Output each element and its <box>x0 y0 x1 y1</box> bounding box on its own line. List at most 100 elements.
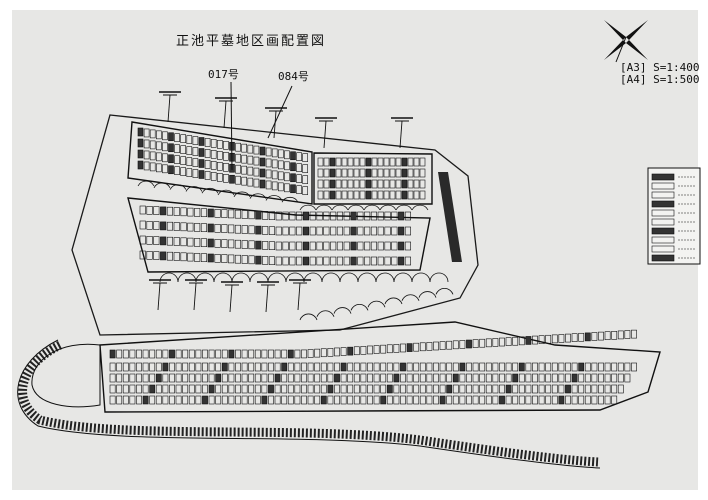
grave-plot <box>320 395 327 405</box>
grave-plot <box>268 349 274 359</box>
grave-plot <box>116 395 123 405</box>
grave-plot <box>373 384 380 394</box>
grave-plot <box>287 349 294 359</box>
lot-label-084: 084号 <box>278 70 309 83</box>
grave-plot <box>281 384 288 394</box>
grave-plot <box>155 362 162 372</box>
grave-plot <box>459 384 466 394</box>
grave-plot <box>229 174 235 184</box>
grave-plot <box>187 222 194 232</box>
grave-plot <box>360 362 367 372</box>
grave-plot <box>175 395 182 405</box>
grave-plot <box>109 349 116 359</box>
wall-arch <box>395 204 413 211</box>
wall-arch <box>303 272 323 283</box>
grave-plot <box>180 252 187 262</box>
grave-plot <box>371 190 378 200</box>
grave-plot <box>248 255 255 265</box>
grave-plot <box>367 373 373 383</box>
grave-plot <box>512 395 519 405</box>
grave-plot <box>153 221 160 230</box>
grave-plot <box>532 335 538 345</box>
upper-terrace-block <box>127 121 313 205</box>
grave-plot <box>221 362 228 372</box>
grave-plot <box>287 395 294 405</box>
grave-plot <box>207 208 214 218</box>
wall-arch <box>231 272 251 283</box>
grave-plot <box>277 160 284 170</box>
grave-plot <box>202 373 208 383</box>
parking-area-outline <box>31 343 101 408</box>
grave-plot <box>350 211 357 221</box>
grave-plot <box>377 168 384 178</box>
grave-plot <box>214 209 221 218</box>
grave-plot <box>598 384 604 394</box>
grave-plot <box>538 384 545 394</box>
grave-plot <box>598 395 604 405</box>
grave-plot <box>139 205 146 215</box>
grave-plot <box>255 240 262 250</box>
grave-plot <box>208 373 215 383</box>
grave-plot <box>259 146 266 156</box>
grave-plot <box>545 362 552 372</box>
grave-plot <box>433 341 439 351</box>
grave-plot <box>202 395 208 405</box>
grave-plot <box>254 373 261 383</box>
grave-plot <box>316 211 323 221</box>
grave-plot <box>180 207 187 217</box>
grave-plot <box>314 395 321 405</box>
wall-arch <box>379 204 397 211</box>
grave-plot <box>353 190 360 200</box>
grave-plot <box>182 349 189 359</box>
grave-plot <box>182 362 189 372</box>
grave-plot <box>383 157 390 167</box>
grave-plot <box>188 373 195 383</box>
grave-plot <box>204 149 211 158</box>
grave-plot <box>380 395 387 405</box>
upper-grave-plots <box>137 127 426 200</box>
grave-plot <box>241 255 248 264</box>
grave-plot <box>235 395 241 405</box>
grave-plot <box>393 384 400 394</box>
grave-plot <box>320 373 327 383</box>
grave-plot <box>129 384 136 394</box>
grave-plot <box>466 362 472 372</box>
grave-plot <box>323 190 330 200</box>
grave-plot <box>617 362 624 372</box>
grave-plot <box>160 221 167 231</box>
marker-post <box>391 117 413 149</box>
grave-plot <box>413 168 420 178</box>
grave-plot <box>419 373 426 383</box>
grave-plot <box>188 349 195 359</box>
grave-plot <box>248 349 255 359</box>
grave-plot <box>142 349 149 359</box>
grave-plot <box>505 395 512 405</box>
grave-plot <box>419 179 426 189</box>
grave-plot <box>472 339 479 348</box>
legend-row <box>651 173 696 181</box>
grave-plot <box>357 211 364 221</box>
grave-plot <box>565 384 571 394</box>
grave-plot <box>162 142 168 152</box>
grave-plot <box>353 395 360 405</box>
grave-plot <box>215 395 222 405</box>
grave-plot <box>426 342 433 351</box>
grave-plot <box>499 362 505 372</box>
grave-plot <box>359 190 366 200</box>
site-boundary <box>71 114 479 336</box>
grave-plot <box>350 241 357 251</box>
grave-plot <box>404 256 412 266</box>
grave-plot <box>268 373 274 383</box>
grave-plot <box>142 362 149 372</box>
grave-plot <box>247 166 254 176</box>
grave-plot <box>373 345 380 354</box>
grave-plot <box>160 251 167 261</box>
grave-plot <box>221 224 228 233</box>
grave-plot <box>162 131 168 141</box>
grave-plot <box>472 373 479 383</box>
grave-plot <box>282 256 289 266</box>
wall-arch <box>331 204 349 211</box>
legend-row <box>651 218 696 226</box>
grave-plot <box>153 236 160 245</box>
legend-row <box>651 227 696 235</box>
